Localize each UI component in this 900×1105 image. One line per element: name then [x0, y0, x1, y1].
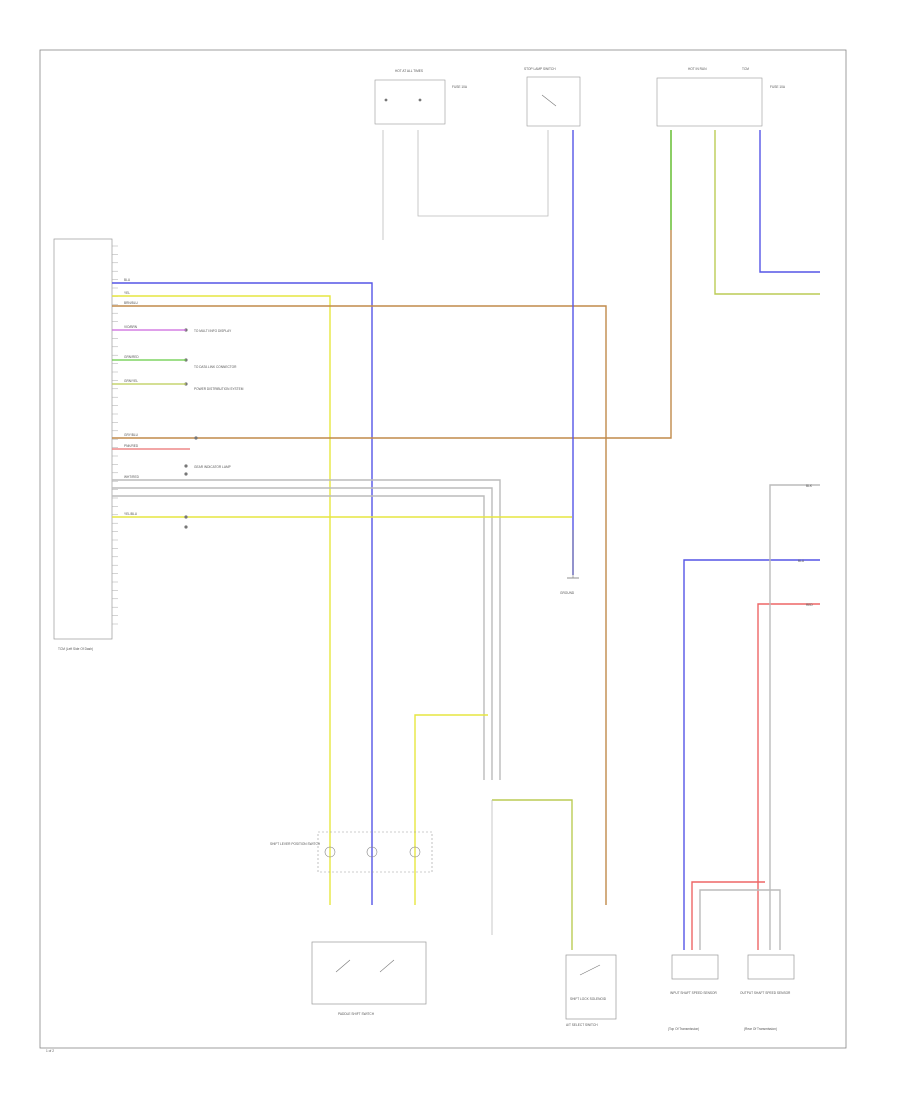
wire-yellow-tcm — [112, 295, 331, 905]
wire-tag-blu: BLU — [124, 278, 131, 282]
ground-symbol: GROUND — [560, 530, 579, 595]
at-select-switch-body — [565, 954, 617, 1020]
input-speed-sensor-label: INPUT SHAFT SPEED SENSOR — [670, 991, 718, 995]
tcm-label: TCM (Left Side Of Dash) — [58, 647, 93, 651]
shift-lever-connector-body — [317, 831, 433, 873]
wire-tag-gry: GRY/BLU — [124, 433, 139, 437]
wire-tag-yelblu: YEL/BLU — [124, 512, 138, 516]
stop-lamp-switch-body — [526, 76, 581, 127]
wire-tag-pnk: PNK/RED — [124, 444, 139, 448]
fuse-terminal — [418, 98, 422, 102]
to-data-link-label: TO DATA LINK CONNECTOR — [194, 365, 237, 369]
output-speed-sensor-body — [747, 954, 795, 980]
wire-gray-2 — [112, 487, 493, 780]
wire-yelgrn-right — [714, 130, 820, 295]
shift-lever-label: SHIFT LEVER POSITION SWITCH — [270, 842, 321, 846]
input-speed-sensor: INPUT SHAFT SPEED SENSOR (Top Of Transmi… — [668, 954, 719, 1031]
fuse-note-left: FUSE 10A — [452, 85, 468, 89]
switch-blade — [579, 964, 601, 976]
stub-marker — [194, 436, 198, 440]
stub-marker — [184, 472, 188, 476]
wire-brown-top — [112, 130, 672, 439]
wire-tag-vio: VIO/BRN — [124, 325, 138, 329]
fuse-terminal — [384, 98, 388, 102]
output-speed-sensor-label: OUTPUT SHAFT SPEED SENSOR — [740, 991, 791, 995]
wire-gray-right — [769, 484, 820, 950]
wire-blue-sensor — [683, 559, 820, 950]
wire-layer — [112, 130, 820, 950]
stub-marker — [184, 515, 188, 519]
tcm-pin-ticks — [112, 245, 118, 625]
ground-label: GROUND — [560, 591, 575, 595]
hot-in-run-label: HOT IN RUN — [688, 67, 707, 71]
shift-lock-label: SHIFT LOCK SOLENOID — [570, 997, 607, 1001]
tcm-connector: TCM (Left Side Of Dash) — [53, 238, 118, 651]
wire-gray-fuse — [417, 130, 549, 217]
to-multi-info-label: TO MULTI INFO DISPLAY — [194, 329, 232, 333]
wire-brown-tcm — [112, 305, 607, 905]
wire-gray-3 — [112, 495, 485, 780]
wire-tag-grnyel: GRN/YEL — [124, 379, 138, 383]
at-select-switch: SHIFT LOCK SOLENOID A/T SELECT SWITCH — [565, 954, 617, 1027]
tcm-fuse-label: TCM — [742, 67, 749, 71]
at-select-label: A/T SELECT SWITCH — [566, 1023, 598, 1027]
stub-marker — [184, 464, 188, 468]
fuse-box-left: HOT AT ALL TIMES FUSE 10A — [374, 69, 468, 125]
wire-yelgrn-select — [492, 799, 573, 950]
wire-gray-1 — [112, 479, 501, 780]
fuse-note-right: FUSE 10A — [770, 85, 786, 89]
fuse-box-right-body — [656, 77, 763, 127]
to-power-dist-label: POWER DISTRIBUTION SYSTEM — [194, 387, 244, 391]
wire-tag-grn: GRN/RED — [124, 355, 139, 359]
page-label: 1 of 2 — [46, 1049, 54, 1053]
shift-lever-connector: SHIFT LEVER POSITION SWITCH — [270, 831, 433, 873]
tcm-body — [53, 238, 113, 640]
gear-indicator-label: GEAR INDICATOR LAMP — [194, 465, 231, 469]
stop-lamp-switch: STOP LAMP SWITCH — [524, 67, 581, 127]
paddle-shift-switch-body — [311, 941, 427, 1005]
fuse-box-left-body — [374, 79, 446, 125]
switch-blade — [335, 959, 351, 973]
fuse-box-right: HOT IN RUN TCM FUSE 10A — [656, 67, 786, 127]
hot-at-all-times-label: HOT AT ALL TIMES — [395, 69, 423, 73]
stub-marker — [184, 525, 188, 529]
wire-yellow-paddle — [414, 714, 488, 905]
stop-lamp-switch-label: STOP LAMP SWITCH — [524, 67, 556, 71]
input-speed-sensor-body — [671, 954, 719, 980]
wire-blue-right — [759, 130, 820, 273]
diagram-frame — [39, 49, 847, 1049]
output-speed-sensor: OUTPUT SHAFT SPEED SENSOR (Rear Of Trans… — [740, 954, 795, 1031]
wire-tag-blk-right: BLK — [806, 484, 813, 488]
wire-red-cross — [691, 881, 765, 950]
wire-tag-yel: YEL — [124, 291, 130, 295]
wire-red-sensor — [757, 603, 820, 950]
wire-gray-cross — [699, 889, 781, 950]
connector-pin — [409, 846, 421, 858]
output-speed-sensor-location: (Rear Of Transmission) — [744, 1027, 777, 1031]
tcm-stub-markers — [184, 328, 198, 529]
switch-blade — [541, 94, 557, 107]
connector-pin — [366, 846, 378, 858]
wire-tag-blu-right: BLU — [798, 559, 805, 563]
paddle-shift-switch: PADDLE SHIFT SWITCH — [311, 941, 427, 1016]
input-speed-sensor-location: (Top Of Transmission) — [668, 1027, 699, 1031]
wire-tag-brn: BRN/BLU — [124, 301, 139, 305]
switch-blade — [379, 959, 395, 973]
wire-tag-red-right: RED — [806, 603, 813, 607]
connector-pin — [324, 846, 336, 858]
wire-blue-tcm — [112, 282, 373, 905]
paddle-switch-label: PADDLE SHIFT SWITCH — [338, 1012, 375, 1016]
wire-tag-wht: WHT/RED — [124, 475, 140, 479]
